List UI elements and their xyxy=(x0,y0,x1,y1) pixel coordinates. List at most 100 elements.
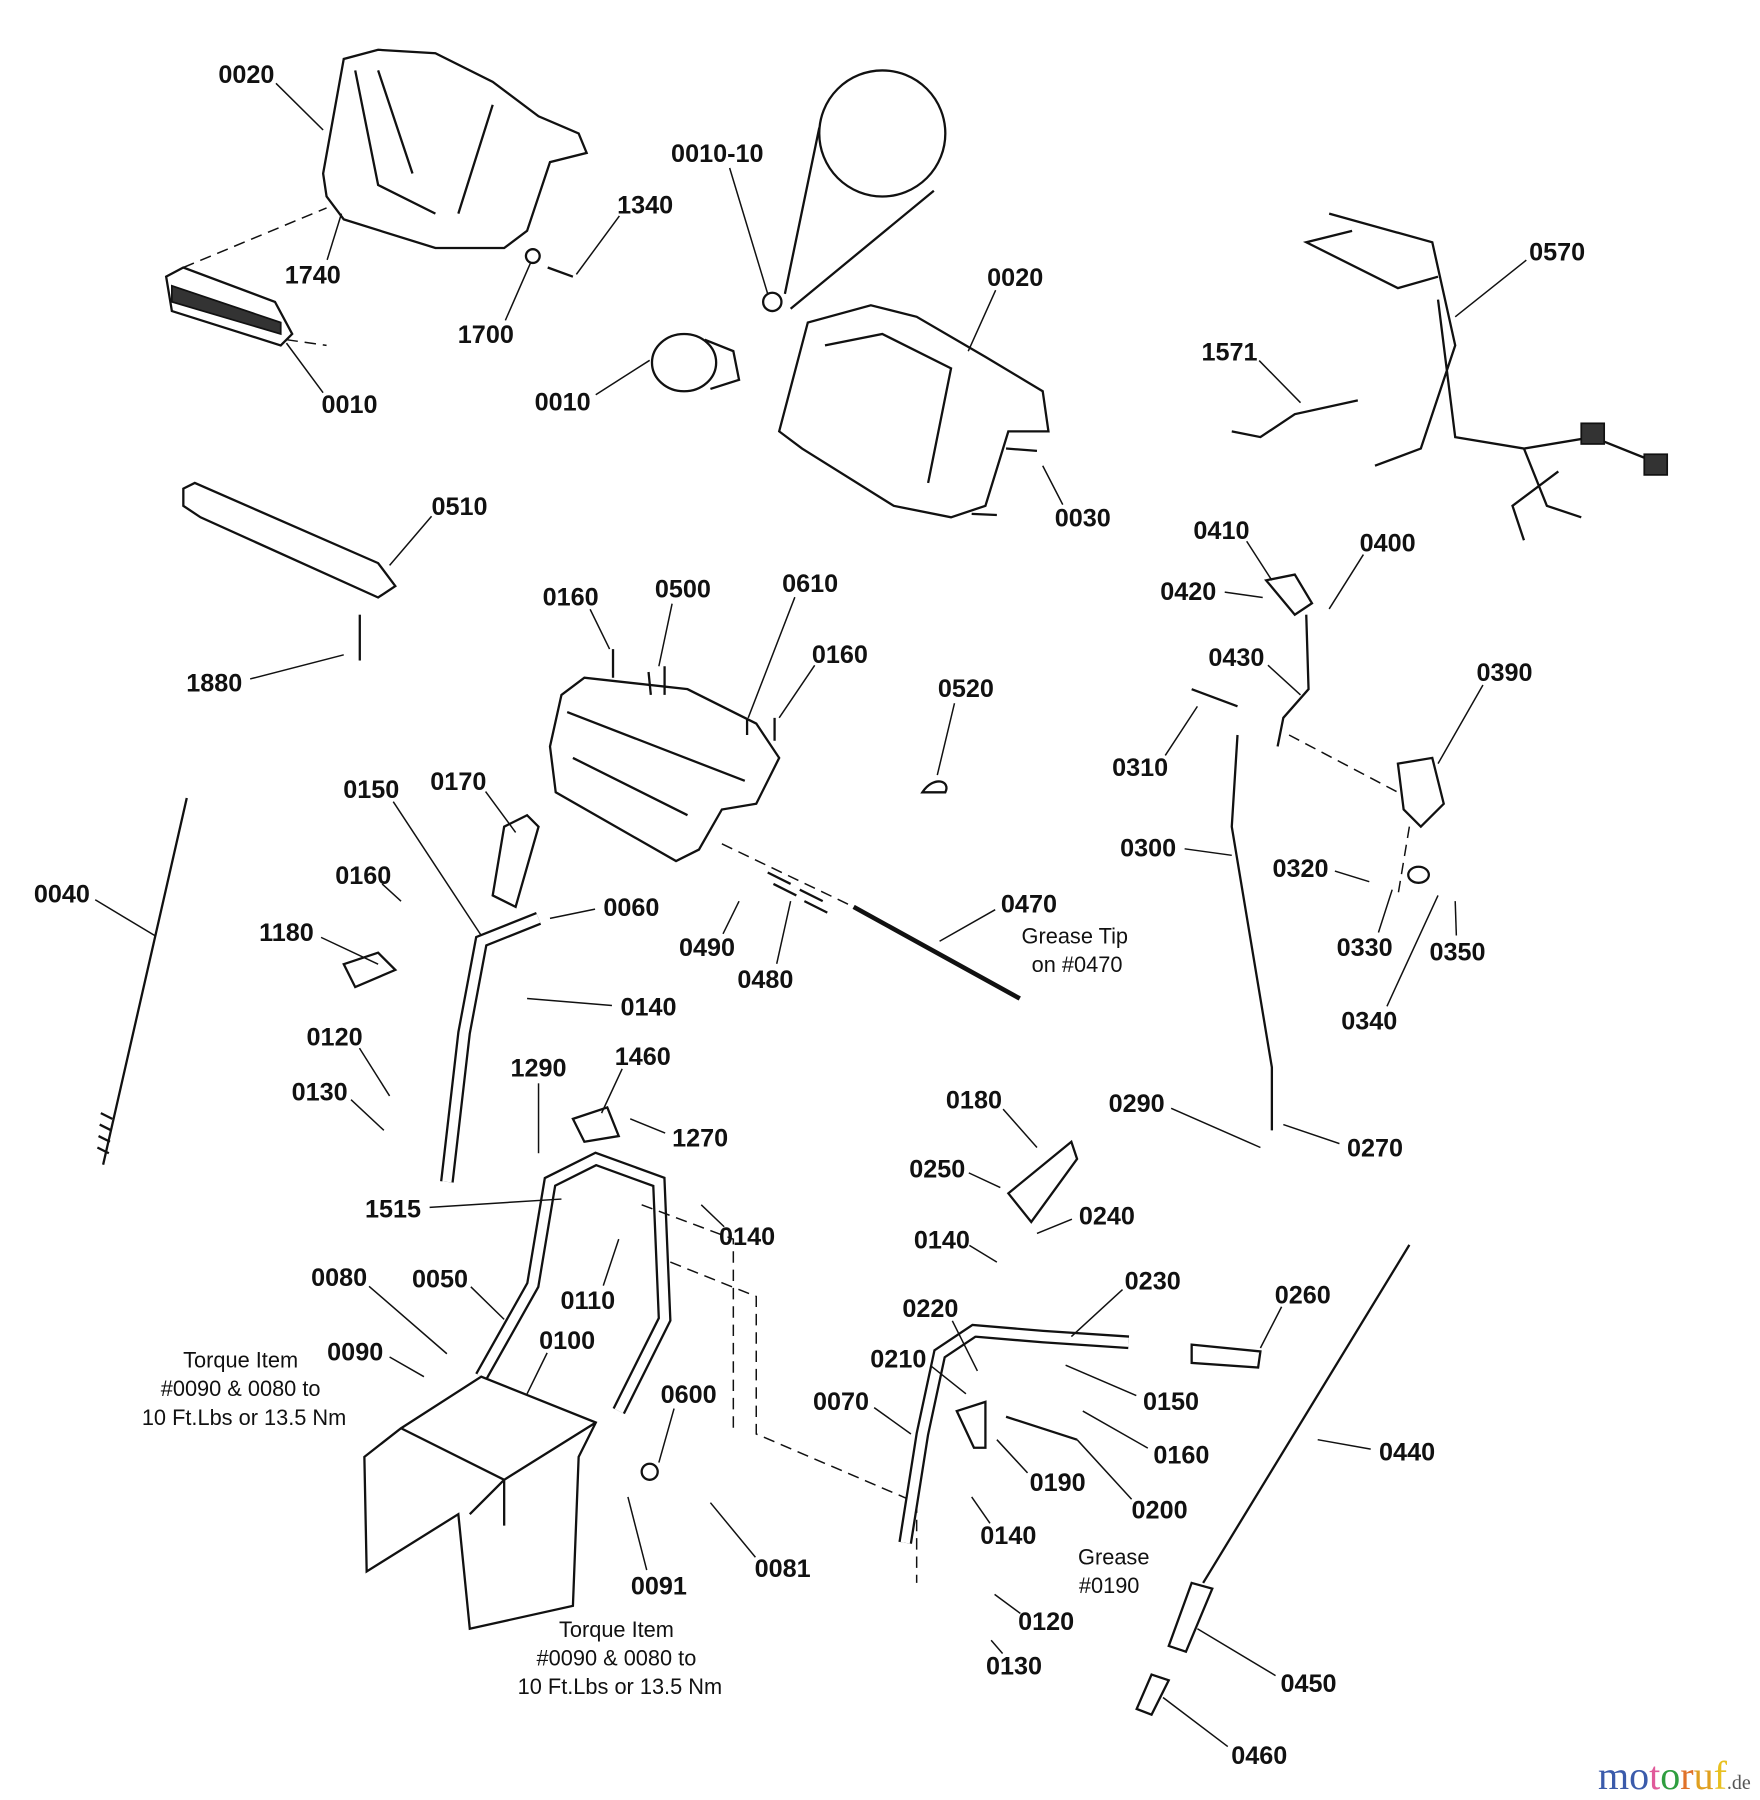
part-label-0400: 0400 xyxy=(1360,530,1416,558)
part-label-0110: 0110 xyxy=(560,1287,615,1315)
leader-line xyxy=(1246,540,1273,581)
rod-0300 xyxy=(1230,734,1274,1131)
leader-line xyxy=(627,1496,648,1571)
note-text: #0190 xyxy=(1079,1573,1140,1598)
clip-1180 xyxy=(342,951,398,989)
part-label-0091: 0091 xyxy=(631,1572,687,1600)
leader-line xyxy=(1170,1107,1261,1149)
part-label-0160: 0160 xyxy=(543,584,599,612)
leader-line xyxy=(1042,465,1064,505)
wiring-harness-0570 xyxy=(1302,212,1651,541)
note-text: #0090 & 0080 to xyxy=(537,1645,697,1670)
grip-0170 xyxy=(491,813,540,909)
part-label-0090: 0090 xyxy=(327,1339,383,1367)
part-number-labels: 002017401340170000100010-100020001000300… xyxy=(34,61,1585,1770)
leader-line xyxy=(526,1352,548,1395)
part-label-0250: 0250 xyxy=(909,1155,965,1183)
part-label-0410: 0410 xyxy=(1193,517,1249,545)
part-label-0060: 0060 xyxy=(603,894,659,922)
leader-line xyxy=(994,1593,1021,1615)
logo-letter: t xyxy=(1649,1753,1661,1798)
cable-0440 xyxy=(1202,1244,1411,1584)
part-label-0300: 0300 xyxy=(1120,834,1176,862)
part-label-0140: 0140 xyxy=(914,1226,970,1254)
leader-line xyxy=(470,1286,505,1320)
note-text: Torque Item xyxy=(183,1348,298,1373)
clip-0520 xyxy=(920,780,948,794)
leader-line xyxy=(320,936,379,965)
bushing-0340 xyxy=(1407,865,1430,884)
upper-handle-left-inner xyxy=(442,914,541,1183)
bolts xyxy=(611,649,776,741)
leader-line xyxy=(249,654,344,680)
leader-line xyxy=(1036,1218,1073,1235)
connector xyxy=(1580,422,1606,445)
leader-line xyxy=(1283,1123,1340,1145)
leader-line xyxy=(1082,1410,1149,1449)
leader-line xyxy=(350,1099,385,1131)
part-label-0270: 0270 xyxy=(1347,1135,1403,1163)
part-label-0080: 0080 xyxy=(311,1264,367,1292)
leader-line xyxy=(275,82,324,131)
leader-line xyxy=(368,1285,448,1355)
part-label-0081: 0081 xyxy=(755,1555,811,1583)
leader-line xyxy=(939,909,996,942)
leader-line xyxy=(1076,1439,1133,1500)
rod-0200 xyxy=(1005,1415,1078,1441)
part-label-0130: 0130 xyxy=(292,1079,348,1107)
part-label-1180: 1180 xyxy=(259,919,314,947)
part-label-1460: 1460 xyxy=(615,1043,671,1071)
note-text: Torque Item xyxy=(559,1617,674,1642)
leader-line xyxy=(1065,1364,1137,1397)
bulb-detail-circle xyxy=(818,69,947,198)
leader-line xyxy=(381,883,402,902)
leader-line xyxy=(94,899,156,937)
part-label-0330: 0330 xyxy=(1337,934,1393,962)
leader-line xyxy=(504,262,532,321)
note-text: Grease Tip xyxy=(1022,924,1128,949)
part-label-0180: 0180 xyxy=(946,1087,1002,1115)
part-label-1290: 1290 xyxy=(511,1054,567,1082)
leader-line xyxy=(930,1365,967,1395)
part-label-0130: 0130 xyxy=(986,1653,1042,1681)
leader-line xyxy=(392,801,482,936)
leader-line xyxy=(600,1068,623,1114)
cover-detail xyxy=(824,332,953,484)
note-text: on #0470 xyxy=(1032,952,1123,977)
leader-line xyxy=(1259,1306,1283,1349)
part-label-0440: 0440 xyxy=(1379,1438,1435,1466)
part-label-1515: 1515 xyxy=(365,1195,421,1223)
leader-line xyxy=(658,603,673,667)
headlight-lens xyxy=(171,284,282,336)
leader-line xyxy=(589,608,611,650)
springs-0480 xyxy=(767,871,828,914)
leader-line xyxy=(1437,684,1484,765)
leader-line xyxy=(700,1204,725,1228)
leader-line xyxy=(968,1172,1001,1189)
leader-line xyxy=(595,359,651,396)
part-label-0350: 0350 xyxy=(1429,939,1485,967)
leader-line xyxy=(968,1244,998,1263)
bolt-0310 xyxy=(1191,688,1238,708)
bracket-1460 xyxy=(571,1105,621,1144)
lever-0180 xyxy=(1006,1139,1079,1224)
leader-line xyxy=(951,1320,979,1372)
logo-letter: r xyxy=(1680,1753,1694,1798)
part-label-0160: 0160 xyxy=(335,862,391,890)
part-label-0240: 0240 xyxy=(1079,1202,1135,1230)
leader-line xyxy=(389,515,433,566)
note-text: 10 Ft.Lbs or 13.5 Nm xyxy=(142,1405,346,1430)
grip-0260 xyxy=(1190,1343,1262,1369)
end-0460 xyxy=(1135,1673,1171,1717)
leader-line xyxy=(326,213,343,261)
harness-1571 xyxy=(1231,399,1359,439)
part-label-0010: 0010 xyxy=(535,389,591,417)
leader-lines xyxy=(94,82,1527,1748)
part-label-0160: 0160 xyxy=(812,641,868,669)
part-label-0230: 0230 xyxy=(1125,1268,1181,1296)
spring xyxy=(96,1112,113,1155)
leader-line xyxy=(1386,895,1439,1007)
part-label-0120: 0120 xyxy=(307,1024,363,1052)
